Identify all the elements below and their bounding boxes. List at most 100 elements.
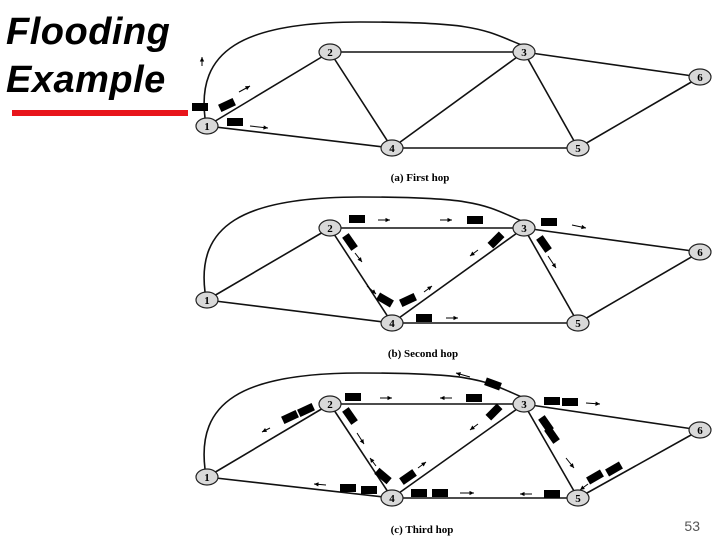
edge-3-5 <box>523 227 579 324</box>
packet <box>342 233 358 251</box>
packet-arrowhead <box>469 490 474 496</box>
edge-3-4 <box>391 403 525 499</box>
node-2: 2 <box>318 395 342 413</box>
node-circle <box>566 489 590 507</box>
slide-title: Flooding Example <box>6 8 170 104</box>
node-circle <box>566 139 590 157</box>
node-4: 4 <box>380 139 404 157</box>
packet <box>467 216 483 224</box>
packet <box>281 409 299 425</box>
node-circle <box>688 421 712 439</box>
packet-arrowhead <box>580 485 585 490</box>
title-line-1: Flooding <box>6 11 171 53</box>
packet-arrowhead <box>421 462 426 467</box>
edge-3-6 <box>523 227 701 253</box>
packet <box>541 218 557 226</box>
packet-arrowhead <box>595 401 600 406</box>
node-label: 1 <box>204 472 210 484</box>
edge-2-4 <box>329 403 393 499</box>
node-circle <box>318 395 342 413</box>
node-label: 5 <box>575 143 581 155</box>
node-6: 6 <box>688 68 712 86</box>
packet-arrowhead <box>262 428 267 432</box>
node-circle <box>195 117 219 135</box>
packet <box>345 393 361 401</box>
node-5: 5 <box>566 314 590 332</box>
packet-arrowhead <box>199 57 205 62</box>
packet-arrowhead <box>370 458 375 463</box>
packet-arrowhead <box>359 439 364 444</box>
packet-arrowhead <box>520 491 525 497</box>
node-circle <box>512 43 536 61</box>
edge-1-3 <box>203 196 525 293</box>
node-6: 6 <box>688 243 712 261</box>
edge-1-3 <box>203 21 525 119</box>
node-6: 6 <box>688 421 712 439</box>
node-label: 4 <box>389 143 395 155</box>
packet <box>544 397 560 405</box>
packet-arrowhead <box>447 217 452 223</box>
node-label: 6 <box>697 247 703 259</box>
edge-5-6 <box>577 251 701 324</box>
title-line-2: Example <box>6 59 166 101</box>
packet-arrowhead <box>569 463 574 468</box>
packet <box>218 97 236 113</box>
packet-arrowhead <box>387 395 392 401</box>
packet-arrowhead <box>470 425 475 430</box>
node-circle <box>380 314 404 332</box>
packet-arrowhead <box>456 372 461 377</box>
packet-arrowhead <box>385 217 390 223</box>
edge-5-6 <box>577 76 701 149</box>
edge-2-4 <box>329 227 393 324</box>
node-label: 1 <box>204 295 210 307</box>
node-circle <box>688 243 712 261</box>
node-3: 3 <box>512 219 536 237</box>
node-label: 5 <box>575 493 581 505</box>
edge-1-4 <box>206 299 393 324</box>
node-1: 1 <box>195 117 219 135</box>
node-1: 1 <box>195 291 219 309</box>
node-5: 5 <box>566 489 590 507</box>
page-number: 53 <box>684 518 700 534</box>
edge-3-4 <box>391 51 525 149</box>
node-4: 4 <box>380 314 404 332</box>
node-circle <box>195 291 219 309</box>
node-label: 2 <box>327 399 333 411</box>
packet <box>399 469 417 485</box>
edge-3-6 <box>523 403 701 431</box>
packet <box>349 215 365 223</box>
packet <box>411 489 427 497</box>
packet-arrowhead <box>357 257 362 262</box>
node-circle <box>318 43 342 61</box>
packet-arrowhead <box>245 86 250 91</box>
edge-3-5 <box>523 403 579 499</box>
packet-arrowhead <box>314 482 319 487</box>
panel-caption: (c) Third hop <box>391 524 454 536</box>
packet <box>544 426 560 444</box>
node-1: 1 <box>195 468 219 486</box>
node-circle <box>688 68 712 86</box>
node-4: 4 <box>380 489 404 507</box>
edge-3-4 <box>391 227 525 324</box>
node-3: 3 <box>512 43 536 61</box>
packet <box>432 489 448 497</box>
edge-1-2 <box>206 51 331 127</box>
node-label: 4 <box>389 318 395 330</box>
node-5: 5 <box>566 139 590 157</box>
node-label: 3 <box>521 47 527 59</box>
node-label: 4 <box>389 493 395 505</box>
node-2: 2 <box>318 43 342 61</box>
packet-arrowhead <box>470 251 475 256</box>
edge-1-4 <box>206 476 393 499</box>
packet <box>485 403 503 421</box>
packet-arrowhead <box>551 263 556 268</box>
edge-1-4 <box>206 125 393 149</box>
packet <box>227 118 243 126</box>
edge-5-6 <box>577 429 701 499</box>
packet-arrowhead <box>427 286 432 291</box>
node-circle <box>318 219 342 237</box>
packet <box>192 103 208 111</box>
